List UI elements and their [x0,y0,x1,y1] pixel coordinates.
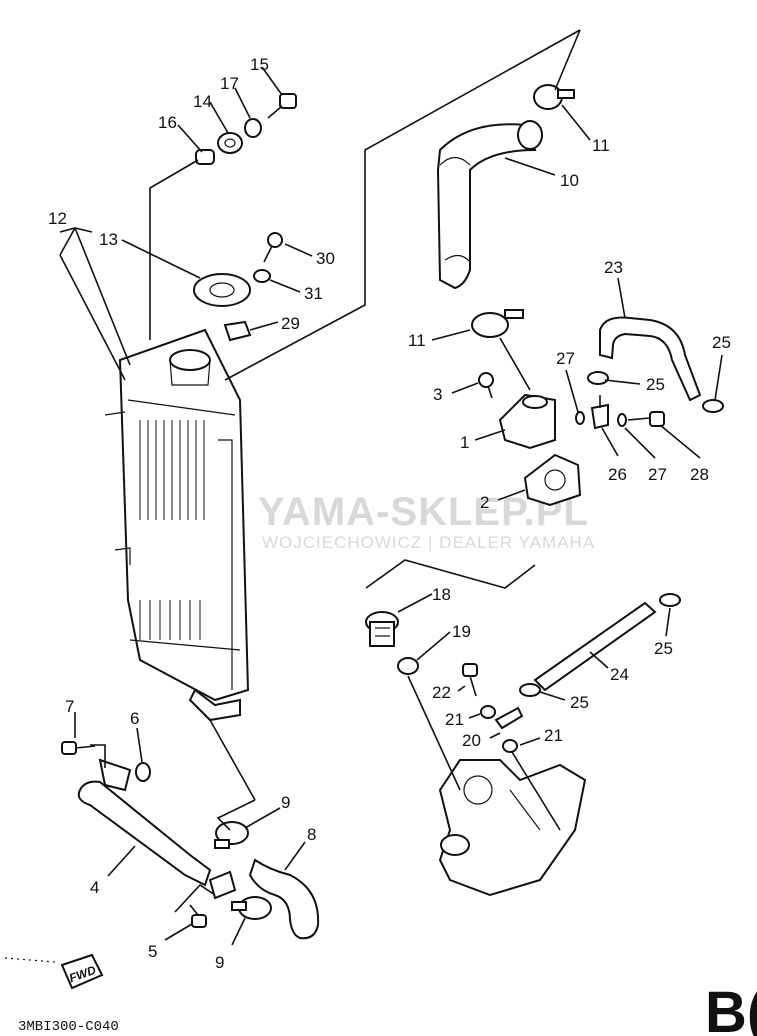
hose-clamp-9b [231,896,272,920]
lower-hose-4 [77,758,212,887]
washer-21a [480,705,496,719]
callout-9-lower: 9 [215,953,224,972]
callout-1: 1 [460,433,469,452]
callout-21-lower: 21 [544,726,563,745]
o-ring-19 [397,657,419,675]
callout-11-lower: 11 [408,331,426,350]
callout-15: 15 [250,55,269,74]
callout-labels: 15 17 14 16 12 13 30 31 29 11 10 11 23 2… [48,55,731,972]
fwd-marker: FWD [4,953,104,990]
o-ring-6 [135,762,151,782]
callout-14: 14 [193,92,212,111]
callout-6: 6 [130,709,139,728]
cylinder-head [438,759,587,897]
callout-19: 19 [452,622,471,641]
callout-28: 28 [690,465,709,484]
clip-25c [659,593,681,607]
callout-17: 17 [220,74,239,93]
bolt-15 [267,93,297,119]
radiator-fins-upper [139,420,205,520]
thermostat [365,611,399,647]
upper-hose [436,120,543,290]
callout-25-lower-right: 25 [654,639,673,658]
callout-24: 24 [610,665,629,684]
radiator-fins-lower [139,600,201,640]
clip-25d [519,683,541,697]
bolt-3 [478,372,494,399]
callout-4: 4 [90,878,99,897]
radiator-filler-neck [169,349,211,371]
callout-25-top-right: 25 [712,333,731,352]
hose-8 [248,858,320,940]
grommet-16 [195,149,215,165]
callout-7: 7 [65,697,74,716]
callout-25-mid: 25 [646,375,665,394]
clip-25a [587,371,609,385]
washer-27b [617,413,627,427]
callout-29: 29 [281,314,300,333]
hose-clamp-9a [214,821,249,849]
callout-10: 10 [560,171,579,190]
breather-hose-23 [599,316,702,402]
callout-26: 26 [608,465,627,484]
plug-7 [61,741,96,755]
bolt-5 [189,904,207,928]
drawing-code: 3MBI300-C040 [18,1019,119,1035]
clip-29 [223,320,252,342]
union-26 [590,395,609,430]
outlet-fitting [498,393,556,450]
hose-24 [533,601,657,692]
callout-20: 20 [462,731,481,750]
callout-21-upper: 21 [445,710,464,729]
callout-5: 5 [148,942,157,961]
callout-25-lower: 25 [570,693,589,712]
callout-11-upper: 11 [592,136,610,155]
callout-16: 16 [158,113,177,132]
collar-17 [244,118,262,138]
radiator [104,328,250,722]
clip-25b [702,399,724,413]
washer-21b [502,739,518,753]
hose-clamp-upper [533,84,575,110]
callout-27-left: 27 [556,349,575,368]
gasket [523,453,582,507]
bolt-30 [263,232,283,263]
callout-22: 22 [432,683,451,702]
callout-13: 13 [99,230,118,249]
callout-8: 8 [307,825,316,844]
leader-lines [59,29,723,946]
watermark-subtitle: WOJCIECHOWICZ | DEALER YAMAHA [262,533,595,552]
bolt-22 [462,663,478,697]
callout-27-right: 27 [648,465,667,484]
page-corner-label: B( [705,980,757,1036]
callout-9-upper: 9 [281,793,290,812]
grommet-14 [217,132,243,154]
hose-clamp-lower [471,309,524,338]
callout-30: 30 [316,249,335,268]
callout-31: 31 [304,284,323,303]
callout-12: 12 [48,209,67,228]
callout-23: 23 [604,258,623,277]
callout-3: 3 [433,385,442,404]
bolt-28 [627,411,665,427]
callout-18: 18 [432,585,451,604]
elbow-fitting [208,870,237,900]
union-20 [494,706,524,730]
radiator-outlet [188,688,241,722]
washer-31 [253,269,271,283]
washer-27a [575,411,585,425]
callout-2: 2 [480,493,489,512]
radiator-cap [193,273,251,307]
